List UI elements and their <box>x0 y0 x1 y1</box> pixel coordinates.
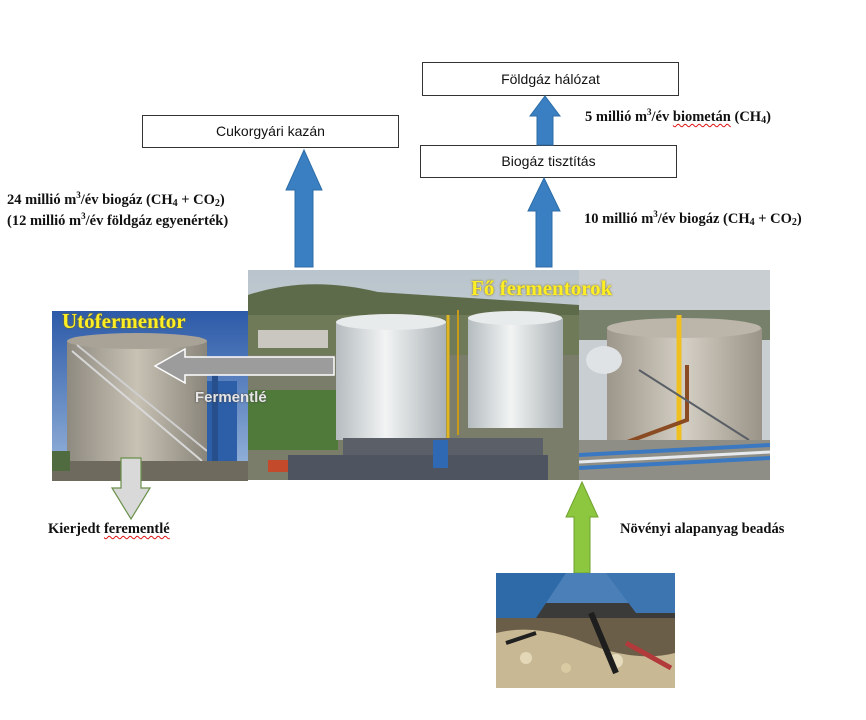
biogas-main-co2: + CO <box>177 192 215 208</box>
unit-exponent: 3 <box>81 211 86 221</box>
biogas-cleaning-co2: + CO <box>754 211 792 227</box>
natural-gas-equiv-amount: (12 millió m <box>7 213 82 229</box>
formula-subscript: 2 <box>791 217 797 228</box>
biogas-main-text: /év biogáz (CH <box>80 192 173 208</box>
unit-exponent: 3 <box>76 190 81 200</box>
spent-digestate-label: Kierjedt ferementlé <box>48 519 170 540</box>
digestate-arrow <box>153 347 335 385</box>
biogas-to-cleaning-arrow <box>527 176 561 268</box>
post-fermenter-title: Utófermentor <box>62 309 186 333</box>
biogas-cleaning-close-paren: ) <box>796 211 802 227</box>
biogas-main-line2: (12 millió m3/év földgáz egyenérték) <box>7 211 228 232</box>
fermenter-closeup-photo <box>579 270 770 480</box>
formula-subscript: 2 <box>214 198 220 209</box>
biomethane-arrow <box>529 95 561 146</box>
biogas-main-close-paren: ) <box>219 192 225 208</box>
feedstock-conveyor-photo <box>496 573 675 688</box>
biomethane-amount: 5 millió m <box>585 109 648 125</box>
biogas-main-line1: 24 millió m3/év biogáz (CH4 + CO2) <box>7 190 228 211</box>
unit-exponent: 3 <box>647 107 652 117</box>
formula-subscript: 4 <box>749 217 755 228</box>
sugar-factory-boiler-box: Cukorgyári kazán <box>142 115 399 148</box>
biogas-main-amount: 24 millió m <box>7 192 77 208</box>
digestate-label: Fermentlé <box>195 389 267 406</box>
natural-gas-equiv-text: /év földgáz egyenérték) <box>85 213 229 229</box>
sugar-factory-boiler-label: Cukorgyári kazán <box>216 123 325 139</box>
biomethane-formula: (CH <box>730 109 762 125</box>
biomethane-flow-label: 5 millió m3/év biometán (CH4) <box>585 107 771 128</box>
biogas-cleaning-text: /év biogáz (CH <box>657 211 750 227</box>
post-fermenter-photo <box>52 311 248 481</box>
spent-digestate-lead: Kierjedt <box>48 521 104 537</box>
biomethane-word: biometán <box>672 109 731 125</box>
formula-subscript: 4 <box>172 198 178 209</box>
biogas-cleaning-amount: 10 millió m <box>584 211 654 227</box>
feedstock-arrow <box>565 480 599 574</box>
biogas-cleaning-flow-label: 10 millió m3/év biogáz (CH4 + CO2) <box>584 209 802 230</box>
biomethane-per-year: /év <box>651 109 673 125</box>
main-fermenters-title: Fő fermentorok <box>471 276 613 300</box>
biogas-cleaning-box: Biogáz tisztítás <box>420 145 677 178</box>
natural-gas-grid-label: Földgáz hálózat <box>501 71 600 87</box>
biogas-to-boiler-arrow <box>285 148 323 268</box>
formula-subscript: 4 <box>761 115 767 126</box>
spent-digestate-arrow <box>110 457 152 521</box>
biogas-cleaning-label: Biogáz tisztítás <box>501 153 596 169</box>
spent-digestate-word: ferementlé <box>103 521 170 537</box>
biomethane-close-paren: ) <box>766 109 771 125</box>
unit-exponent: 3 <box>653 209 658 219</box>
biogas-main-flow-label: 24 millió m3/év biogáz (CH4 + CO2) (12 m… <box>7 190 228 232</box>
feedstock-label: Növényi alapanyag beadás <box>620 521 785 537</box>
natural-gas-grid-box: Földgáz hálózat <box>422 62 679 96</box>
